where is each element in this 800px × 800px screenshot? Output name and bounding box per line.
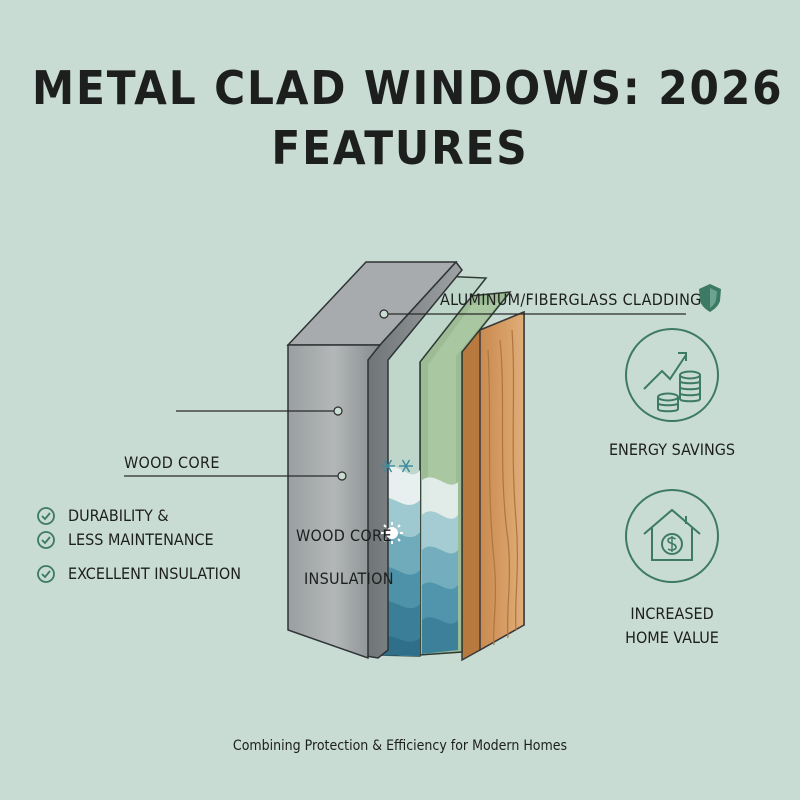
cladding-label: ALUMINUM/FIBERGLASS CLADDING [440,290,702,309]
home-value-line-2: HOME VALUE [625,628,719,647]
home-value-label: INCREASED HOME VALUE [572,602,772,650]
check-circle-icon [37,565,55,583]
check-circle-icon [37,507,55,525]
callout-lines [124,309,686,481]
insulation-label: INSULATION [304,569,394,588]
title-line-2: FEATURES [271,121,529,175]
benefit-text: LESS MAINTENANCE [68,530,214,549]
energy-savings-label: ENERGY SAVINGS [608,440,736,459]
list-item: DURABILITY & [36,506,241,530]
coins-growth-icon [625,328,719,422]
wood-core-label-left: WOOD CORE [124,453,220,472]
sun-icon [381,522,403,544]
snowflake-icon [381,459,413,473]
insulation-waves [378,465,458,656]
page-title: METAL CLAD WINDOWS: 2026 FEATURES [32,58,784,178]
shield-icon [699,284,721,312]
benefits-list: DURABILITY & LESS MAINTENANCE EXCELLENT … [36,506,241,588]
check-circle-icon [37,531,55,549]
caption: Combining Protection & Efficiency for Mo… [232,738,568,754]
wood-core-label-inner: WOOD CORE [296,526,392,545]
benefit-text: EXCELLENT INSULATION [68,564,241,583]
list-item: EXCELLENT INSULATION [36,564,241,588]
house-dollar-icon [625,489,719,583]
title-line-1: METAL CLAD WINDOWS: 2026 [32,61,784,115]
benefit-text: DURABILITY & [68,506,169,525]
list-item: LESS MAINTENANCE [36,530,241,554]
wood-layer [461,310,525,662]
home-value-line-1: INCREASED [630,604,714,623]
